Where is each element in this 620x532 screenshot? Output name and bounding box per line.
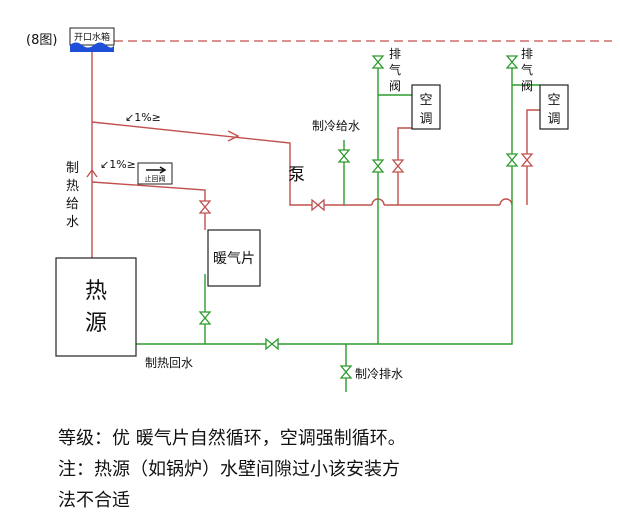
hot-valves (199, 153, 533, 214)
heating-supply-char-1: 制 (66, 161, 79, 176)
ac-unit-2: 空 调 (539, 84, 569, 130)
pump-label: 泵 (288, 165, 305, 185)
valve-icon (506, 153, 518, 167)
caption-line-1: 等级：优 暖气片自然循环，空调强制循环。 (58, 428, 406, 449)
valve-icon (311, 199, 325, 211)
ac-unit-1: 空 调 (411, 84, 441, 130)
heating-supply-char-3: 给 (66, 197, 79, 212)
tank-label: 开口水箱 (74, 31, 110, 43)
check-valve-label: 止回阀 (145, 174, 166, 183)
cooling-supply-label: 制冷给水 (312, 119, 360, 133)
heating-return-label: 制热回水 (145, 356, 193, 370)
cooling-drain-label: 制冷排水 (355, 367, 403, 381)
valve-icon (392, 159, 404, 173)
vent-2-char-2: 气 (521, 62, 533, 77)
cold-pipes (136, 58, 540, 392)
slope-label-top: ↙1%≥ (125, 111, 161, 124)
valve-icon (199, 311, 211, 325)
vent-1-char-2: 气 (389, 62, 401, 77)
heat-source-char-2: 源 (85, 311, 107, 336)
vent-label-1: 排 气 阀 (389, 47, 401, 93)
flow-arrows (86, 130, 240, 178)
caption-line-2: 注：热源（如锅炉）水壁间隙过小该安装方 (58, 459, 400, 480)
heating-supply-char-4: 水 (66, 215, 79, 230)
valve-icon (372, 55, 384, 69)
hot-pipes (91, 52, 540, 258)
valve-icon (340, 365, 352, 379)
ac-1-char-1: 空 (419, 93, 432, 108)
valve-icon (199, 200, 211, 214)
radiator: 暖气片 (207, 229, 261, 287)
ac-2-char-2: 调 (547, 112, 560, 127)
caption-line-3: 法不合适 (58, 490, 130, 511)
valve-icon (338, 149, 350, 163)
heating-supply-label: 制 热 给 水 (66, 161, 79, 230)
valve-icon (521, 153, 533, 167)
vent-label-2: 排 气 阀 (521, 47, 533, 93)
figure-tag: (8图) (26, 33, 57, 48)
tank-water-icon (70, 42, 114, 52)
ac-2-char-1: 空 (547, 93, 560, 108)
valve-icon (372, 159, 384, 173)
expansion-tank: 开口水箱 (69, 27, 115, 52)
slope-label-mid: ↙1%≥ (100, 158, 136, 171)
vent-1-char-1: 排 (389, 47, 401, 61)
vent-2-char-1: 排 (521, 47, 533, 61)
valve-icon (265, 338, 279, 350)
vent-1-char-3: 阀 (389, 79, 401, 93)
heat-source-char-1: 热 (85, 279, 107, 304)
heating-supply-char-2: 热 (66, 179, 79, 194)
ac-1-char-2: 调 (419, 112, 432, 127)
cold-valves (199, 55, 518, 379)
heat-source: 热 源 (55, 257, 137, 357)
check-valve: 止回阀 (137, 162, 173, 185)
radiator-label: 暖气片 (213, 251, 255, 267)
vent-2-char-3: 阀 (521, 79, 533, 93)
valve-icon (506, 55, 518, 69)
